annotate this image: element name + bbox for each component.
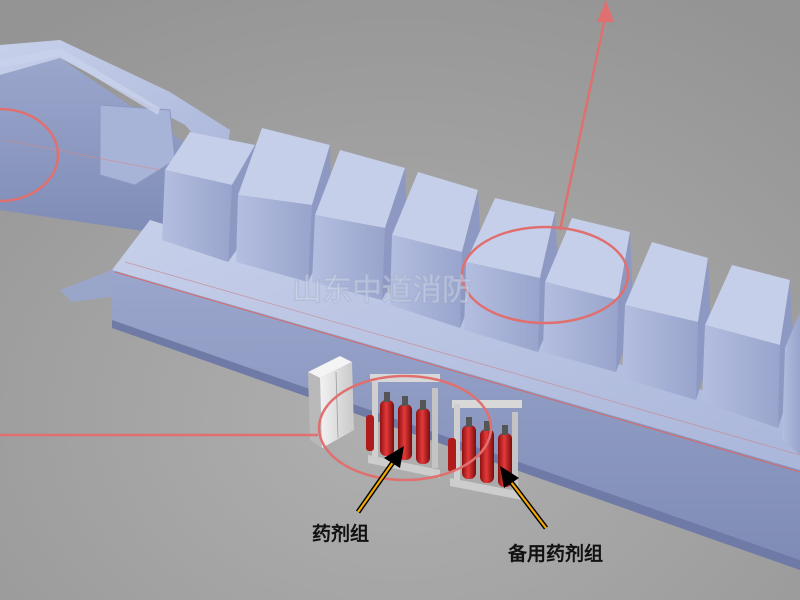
label-arrows [355, 446, 548, 530]
pipeline-arrowhead [597, 0, 614, 22]
highlight-markers [0, 107, 630, 482]
arrow-agent-group [355, 446, 404, 514]
arrow-spare-agent-group [500, 466, 548, 530]
processing-unit [543, 218, 634, 372]
processing-unit [622, 242, 712, 400]
pipeline-vertical [558, 17, 607, 231]
processing-units [162, 128, 800, 455]
highlight-circle-unit [460, 225, 630, 325]
feed-ramp [60, 270, 118, 302]
spare-agent-cylinder [480, 421, 494, 483]
agent-cylinder-rack [366, 374, 440, 478]
processing-unit [312, 150, 408, 300]
agent-cylinder [380, 392, 394, 456]
processing-unit [782, 312, 800, 455]
highlight-circle-cylinders [317, 374, 493, 482]
agent-cylinder [398, 396, 412, 460]
agent-group-label: 药剂组 [312, 522, 369, 545]
agent-cylinder [416, 400, 430, 464]
pipeline-lines [0, 0, 614, 437]
watermark-text: 山东中道消防 [292, 273, 472, 308]
highlight-circle-upper-left [0, 107, 60, 203]
spare-agent-group-label: 备用药剂组 [507, 542, 603, 565]
